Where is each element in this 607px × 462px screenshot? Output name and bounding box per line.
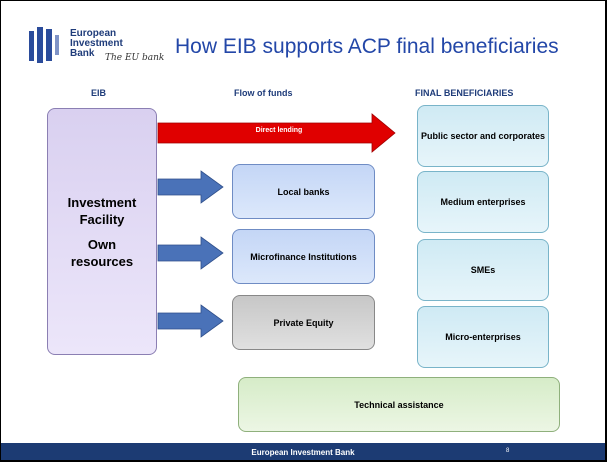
logo-line2: Investment — [70, 38, 123, 49]
footer-bar: European Investment Bank 8 — [1, 443, 605, 460]
public-sector-corporates-box: Public sector and corporates — [417, 105, 549, 167]
logo-bars-icon — [29, 27, 59, 63]
private-equity-box: Private Equity — [232, 295, 375, 350]
eib-box-line3: Own — [87, 236, 117, 252]
direct-lending-label: Direct lending — [255, 127, 303, 134]
medium-enterprises-box: Medium enterprises — [417, 171, 549, 233]
eib-box-line4: resources — [70, 253, 134, 269]
logo-line3: Bank — [70, 48, 95, 59]
eib-logo: European Investment Bank The EU bank — [25, 23, 175, 73]
arrow-to-microfinance — [157, 236, 224, 270]
logo-text: European Investment Bank — [70, 29, 123, 59]
micro-enterprises-box: Micro-enterprises — [417, 306, 549, 368]
eib-investment-facility-box: Investment Facility Own resources — [47, 108, 157, 355]
slide-title: How EIB supports ACP final beneficiaries — [175, 35, 559, 58]
eib-box-line2: Facility — [79, 211, 125, 227]
smes-box: SMEs — [417, 239, 549, 301]
page-number: 8 — [506, 448, 510, 454]
logo-line1: European — [70, 28, 117, 39]
arrow-to-private-equity — [157, 304, 224, 338]
technical-assistance-box: Technical assistance — [238, 377, 560, 432]
eib-box-line1: Investment — [67, 194, 137, 210]
arrow-to-local-banks — [157, 170, 224, 204]
microfinance-institutions-box: Microfinance Institutions — [232, 229, 375, 284]
direct-lending-arrow — [157, 113, 396, 153]
header-final-beneficiaries: FINAL BENEFICIARIES — [415, 88, 514, 98]
footer-text: European Investment Bank — [251, 448, 355, 457]
logo-signature: The EU bank — [105, 53, 165, 63]
local-banks-box: Local banks — [232, 164, 375, 219]
header-flow-of-funds: Flow of funds — [234, 88, 293, 98]
header-eib: EIB — [91, 88, 107, 98]
